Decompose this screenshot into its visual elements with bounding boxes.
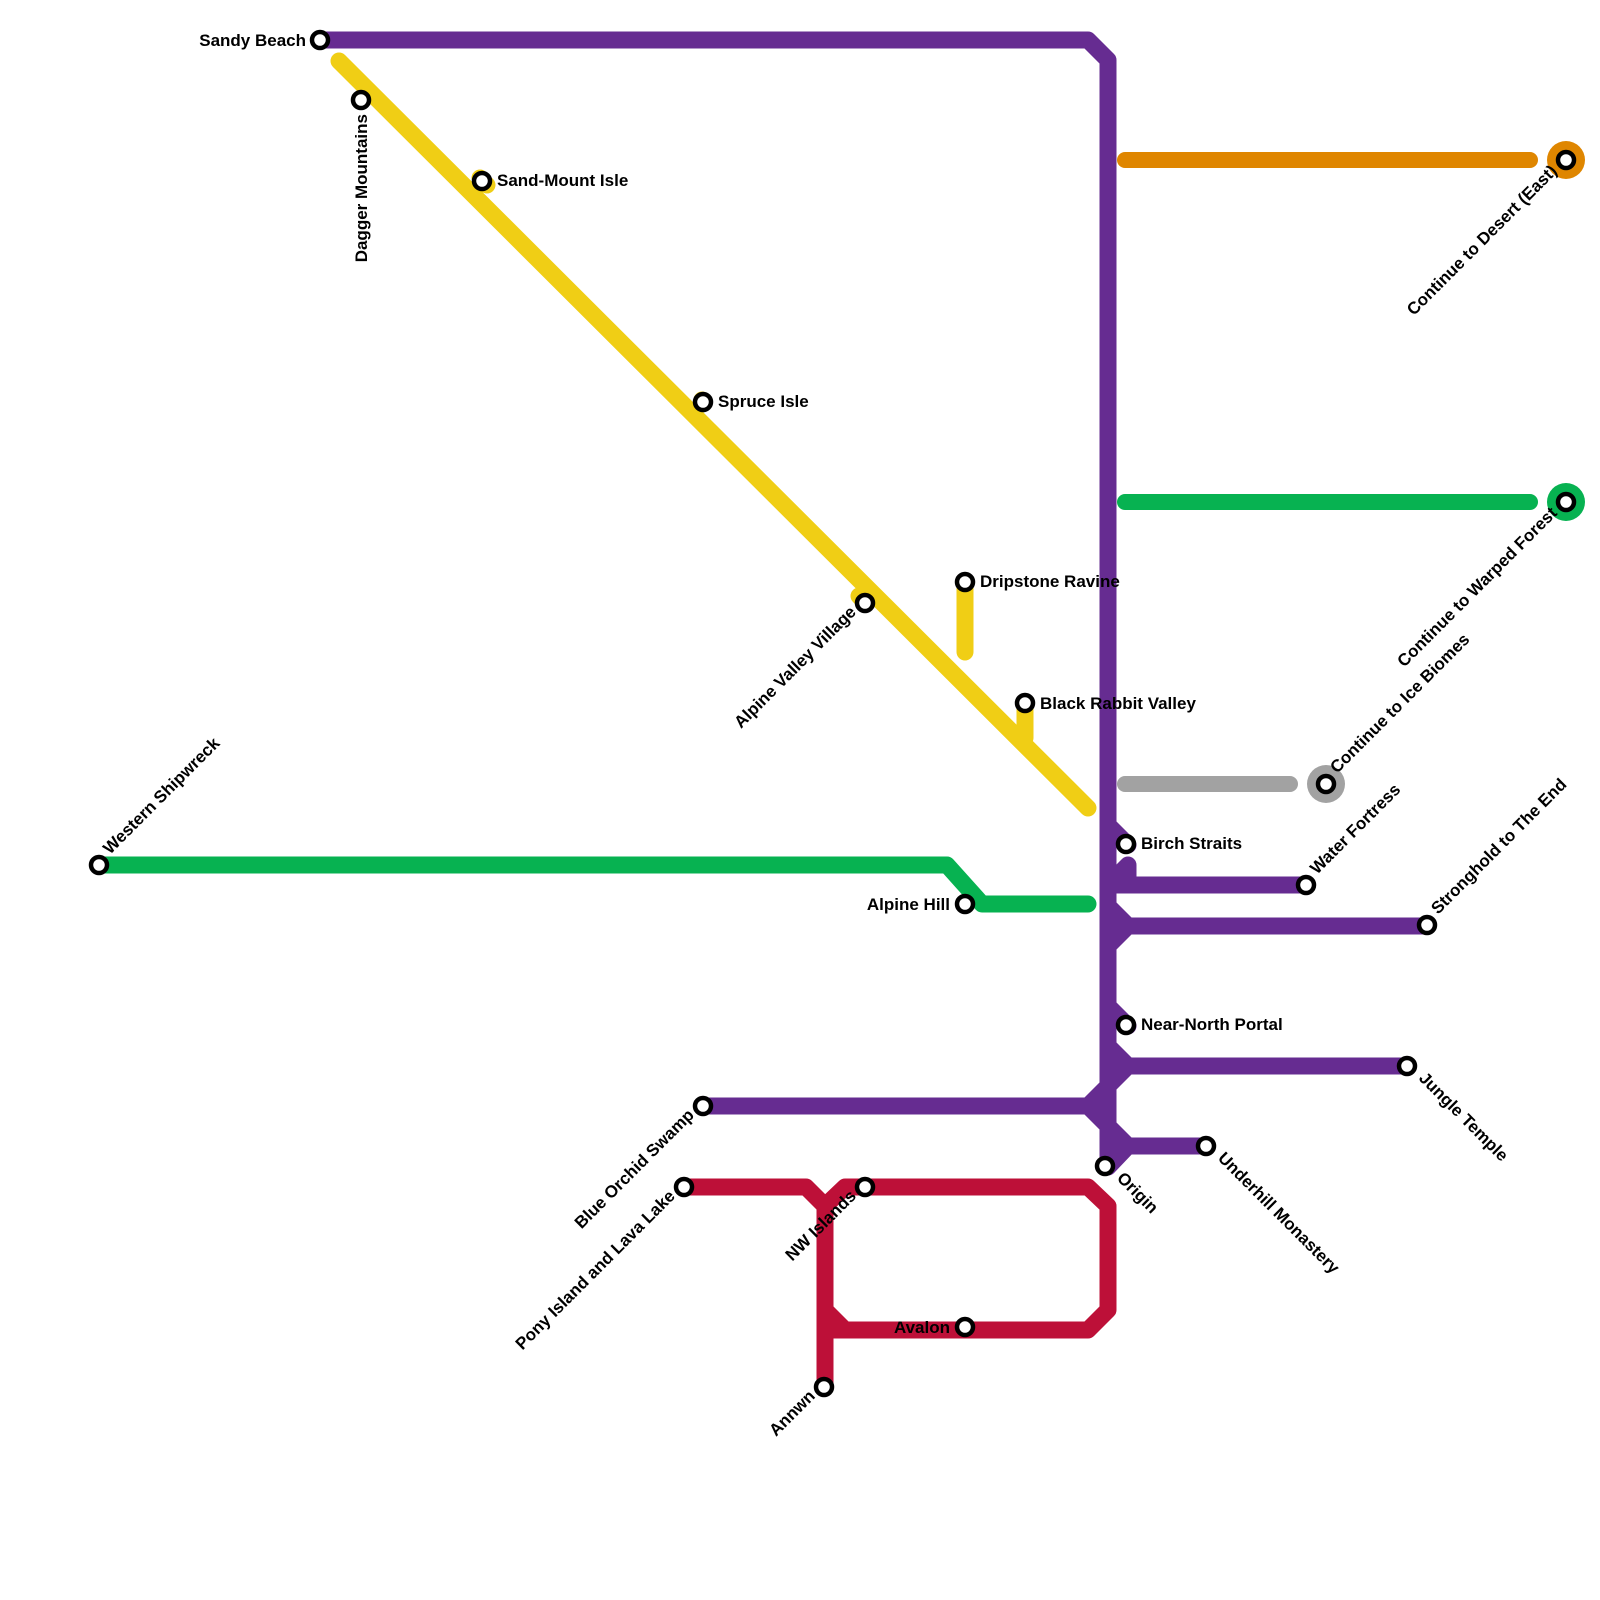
station-blue-orchid-swamp[interactable] <box>692 1095 714 1117</box>
label-continue-to-warped-forest: Continue to Warped Forest <box>1394 503 1561 670</box>
station-near-north-portal[interactable] <box>1115 1014 1137 1036</box>
label-near-north-portal: Near-North Portal <box>1141 1015 1283 1034</box>
station-spruce-isle[interactable] <box>692 391 714 413</box>
station-western-shipwreck[interactable] <box>88 854 110 876</box>
station-continue-to-warped-forest[interactable] <box>1555 491 1577 513</box>
stations <box>88 29 1577 1398</box>
label-spruce-isle: Spruce Isle <box>718 392 809 411</box>
station-water-fortress[interactable] <box>1295 874 1317 896</box>
station-sand-mount-isle[interactable] <box>471 170 493 192</box>
station-black-rabbit-valley[interactable] <box>1014 692 1036 714</box>
station-dagger-mountains[interactable] <box>350 89 372 111</box>
station-pony-island-and-lava-lake[interactable] <box>673 1176 695 1198</box>
label-annwn: Annwn <box>765 1386 818 1439</box>
label-alpine-hill: Alpine Hill <box>867 895 950 914</box>
station-origin[interactable] <box>1094 1155 1116 1177</box>
label-blue-orchid-swamp: Blue Orchid Swamp <box>571 1105 698 1232</box>
station-continue-to-ice-biomes[interactable] <box>1315 773 1337 795</box>
label-stronghold-to-the-end: Stronghold to The End <box>1427 775 1570 918</box>
station-alpine-hill[interactable] <box>954 893 976 915</box>
label-jungle-temple: Jungle Temple <box>1415 1068 1512 1165</box>
label-western-shipwreck: Western Shipwreck <box>99 733 223 857</box>
station-stronghold-to-the-end[interactable] <box>1416 914 1438 936</box>
label-avalon: Avalon <box>894 1318 950 1337</box>
station-avalon[interactable] <box>954 1316 976 1338</box>
station-dripstone-ravine[interactable] <box>954 571 976 593</box>
yellow-line <box>330 52 1097 817</box>
label-alpine-valley-village: Alpine Valley Village <box>730 602 859 731</box>
station-jungle-temple[interactable] <box>1396 1055 1418 1077</box>
station-annwn[interactable] <box>813 1376 835 1398</box>
label-black-rabbit-valley: Black Rabbit Valley <box>1040 694 1196 713</box>
station-nw-islands[interactable] <box>854 1176 876 1198</box>
label-origin: Origin <box>1113 1168 1162 1217</box>
green-line <box>90 856 1097 913</box>
station-sandy-beach[interactable] <box>309 29 331 51</box>
station-birch-straits[interactable] <box>1115 833 1137 855</box>
label-continue-to-desert-east: Continue to Desert (East) <box>1403 161 1561 319</box>
station-alpine-valley-village[interactable] <box>854 592 876 614</box>
label-sand-mount-isle: Sand-Mount Isle <box>497 171 628 190</box>
label-dagger-mountains: Dagger Mountains <box>352 114 371 262</box>
label-underhill-monastery: Underhill Monastery <box>1214 1148 1343 1277</box>
label-sandy-beach: Sandy Beach <box>199 31 306 50</box>
station-underhill-monastery[interactable] <box>1195 1135 1217 1157</box>
station-labels: Sandy Beach Dagger Mountains Sand-Mount … <box>99 31 1570 1440</box>
label-dripstone-ravine: Dripstone Ravine <box>980 572 1120 591</box>
label-birch-straits: Birch Straits <box>1141 834 1242 853</box>
station-continue-to-desert-east[interactable] <box>1555 149 1577 171</box>
red-line <box>675 1178 1117 1394</box>
purple-line <box>311 31 1435 1176</box>
